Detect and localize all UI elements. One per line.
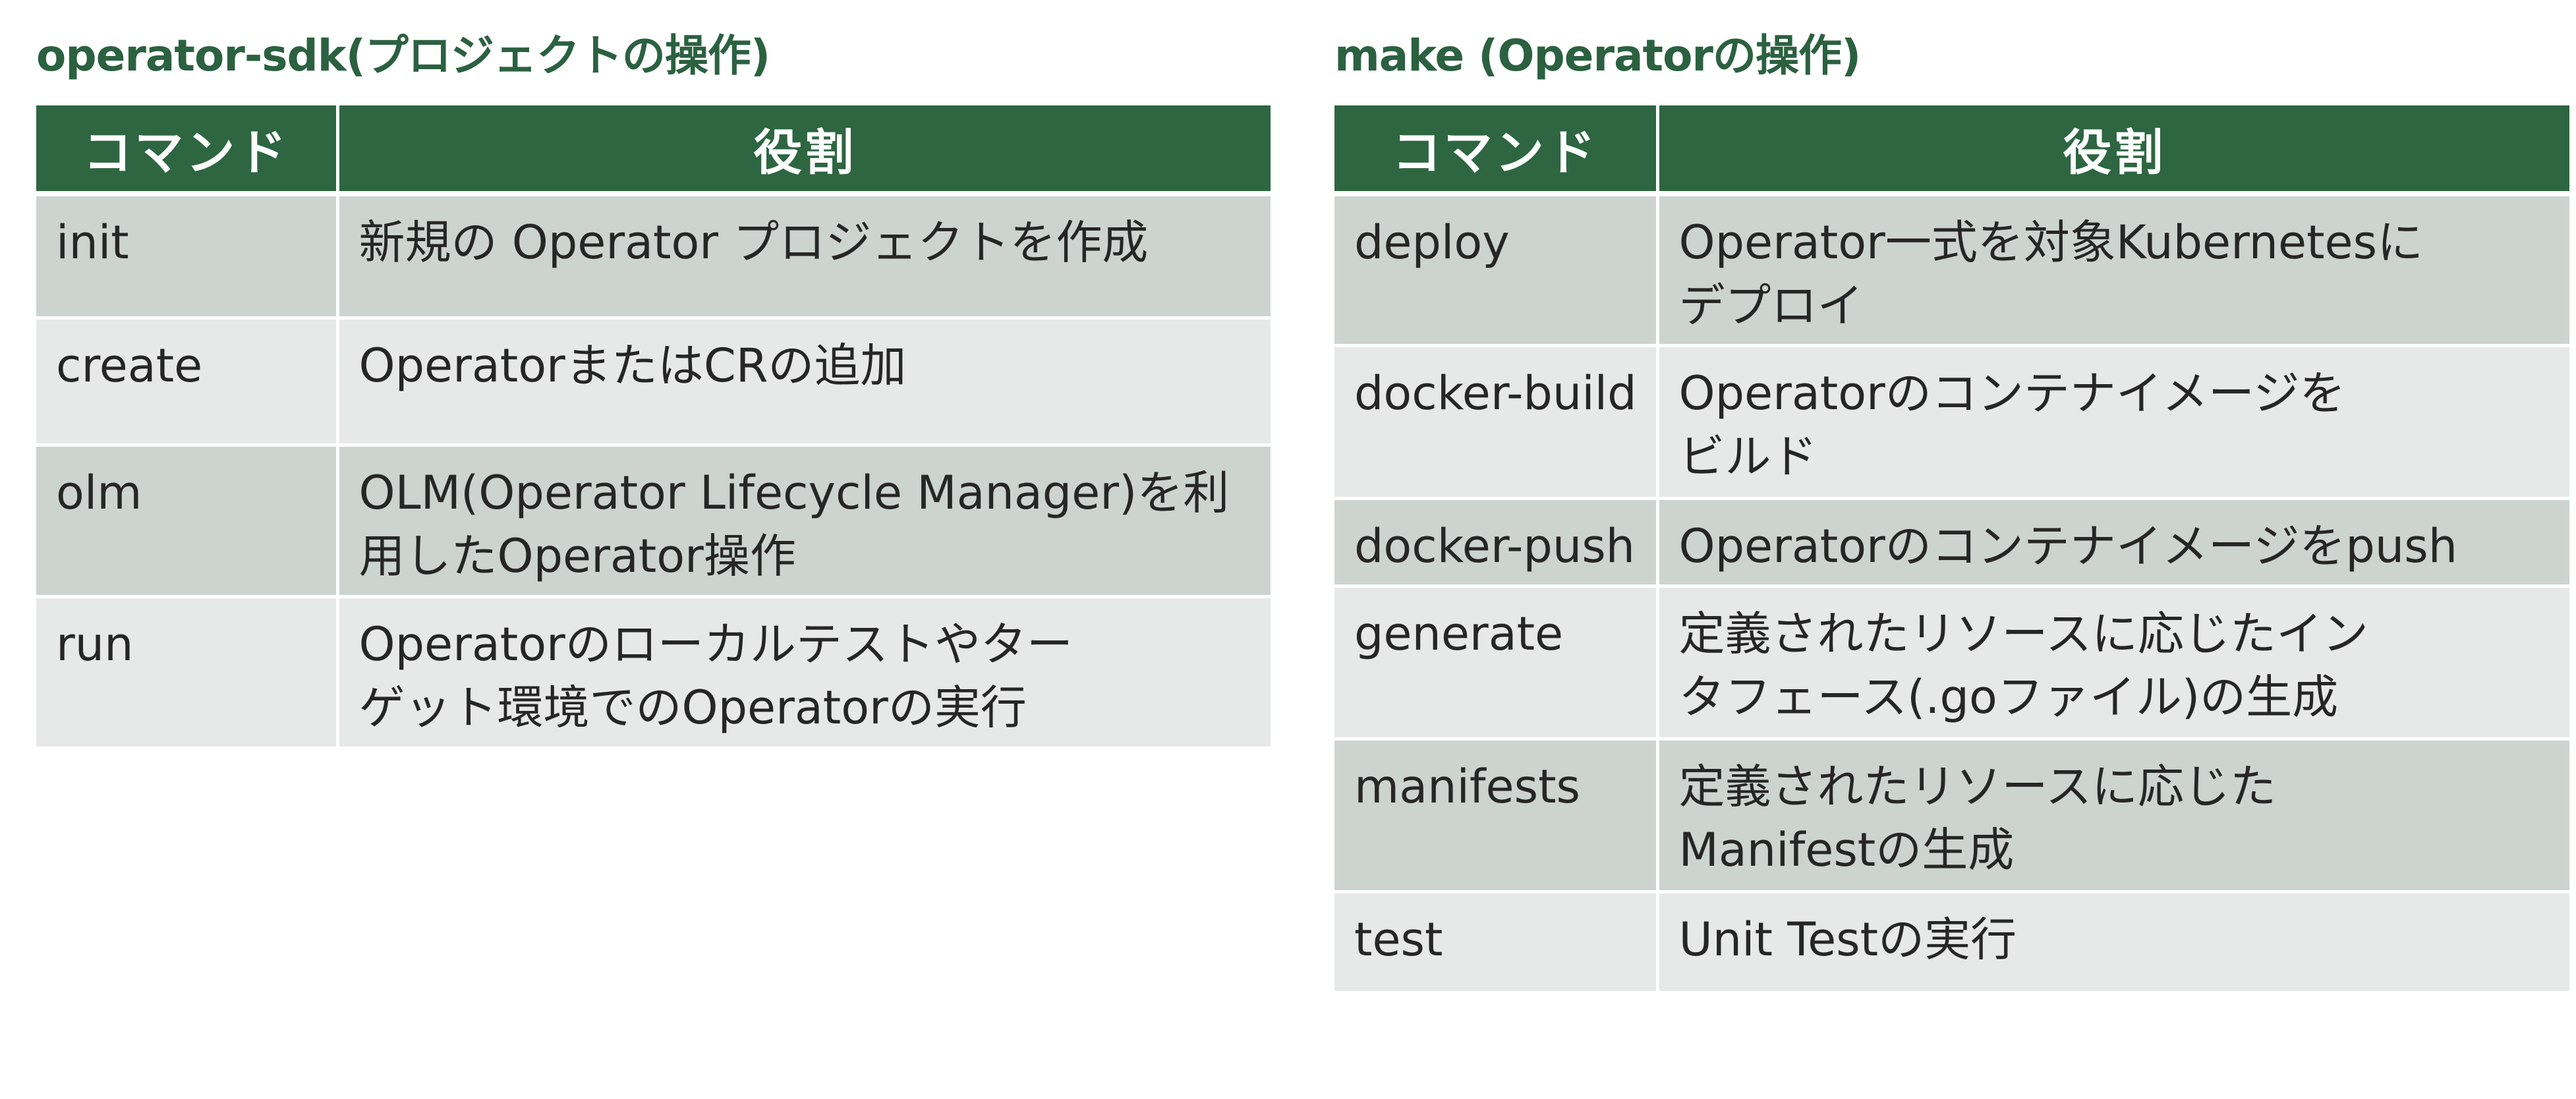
command-cell: init [36, 194, 339, 320]
table-row: deploy Operator一式を対象Kubernetesに デプロイ [1334, 194, 2569, 347]
operator-sdk-panel: operator-sdk(プロジェクトの操作) コマンド 役割 init 新規の… [36, 20, 1271, 750]
role-cell: Operatorのローカルテストやター ゲット環境でのOperatorの実行 [337, 596, 1271, 750]
table-row: run Operatorのローカルテストやター ゲット環境でのOperatorの… [36, 596, 1271, 750]
table-row: create OperatorまたはCRの追加 [36, 318, 1271, 447]
role-cell: OLM(Operator Lifecycle Manager)を利 用したOpe… [337, 445, 1271, 598]
operator-sdk-title: operator-sdk(プロジェクトの操作) [36, 30, 770, 81]
role-cell: Operatorのコンテナイメージをpush [1657, 498, 2569, 588]
role-cell: Operatorのコンテナイメージを ビルド [1657, 345, 2569, 500]
table-row: init 新規の Operator プロジェクトを作成 [36, 194, 1271, 320]
table-header-row: コマンド 役割 [36, 105, 1271, 196]
command-cell: generate [1334, 586, 1659, 741]
command-cell: docker-build [1334, 345, 1659, 500]
table-row: olm OLM(Operator Lifecycle Manager)を利 用し… [36, 445, 1271, 598]
table-header-row: コマンド 役割 [1334, 105, 2569, 196]
role-cell: OperatorまたはCRの追加 [337, 318, 1271, 447]
role-cell: Operator一式を対象Kubernetesに デプロイ [1657, 194, 2569, 347]
make-command-table: コマンド 役割 deploy Operator一式を対象Kubernetesに … [1334, 105, 2569, 994]
make-title: make (Operatorの操作) [1334, 30, 1861, 81]
table-row: generate 定義されたリソースに応じたイン タフェース(.goファイル)の… [1334, 586, 2569, 741]
command-cell: create [36, 318, 339, 447]
table-row: test Unit Testの実行 [1334, 891, 2569, 994]
header-role: 役割 [1657, 105, 2569, 196]
header-role: 役割 [337, 105, 1271, 196]
command-cell: olm [36, 445, 339, 598]
command-cell: test [1334, 891, 1659, 994]
command-cell: run [36, 596, 339, 750]
role-cell: 新規の Operator プロジェクトを作成 [337, 194, 1271, 320]
role-cell: Unit Testの実行 [1657, 891, 2569, 994]
operator-sdk-command-table: コマンド 役割 init 新規の Operator プロジェクトを作成 crea… [36, 105, 1271, 750]
header-command: コマンド [1334, 105, 1659, 196]
make-panel: make (Operatorの操作) コマンド 役割 deploy Operat… [1334, 20, 2569, 994]
table-row: manifests 定義されたリソースに応じた Manifestの生成 [1334, 739, 2569, 893]
header-command: コマンド [36, 105, 339, 196]
role-cell: 定義されたリソースに応じたイン タフェース(.goファイル)の生成 [1657, 586, 2569, 741]
command-cell: manifests [1334, 739, 1659, 893]
role-cell: 定義されたリソースに応じた Manifestの生成 [1657, 739, 2569, 893]
command-cell: docker-push [1334, 498, 1659, 588]
table-row: docker-push Operatorのコンテナイメージをpush [1334, 498, 2569, 588]
table-row: docker-build Operatorのコンテナイメージを ビルド [1334, 345, 2569, 500]
command-cell: deploy [1334, 194, 1659, 347]
